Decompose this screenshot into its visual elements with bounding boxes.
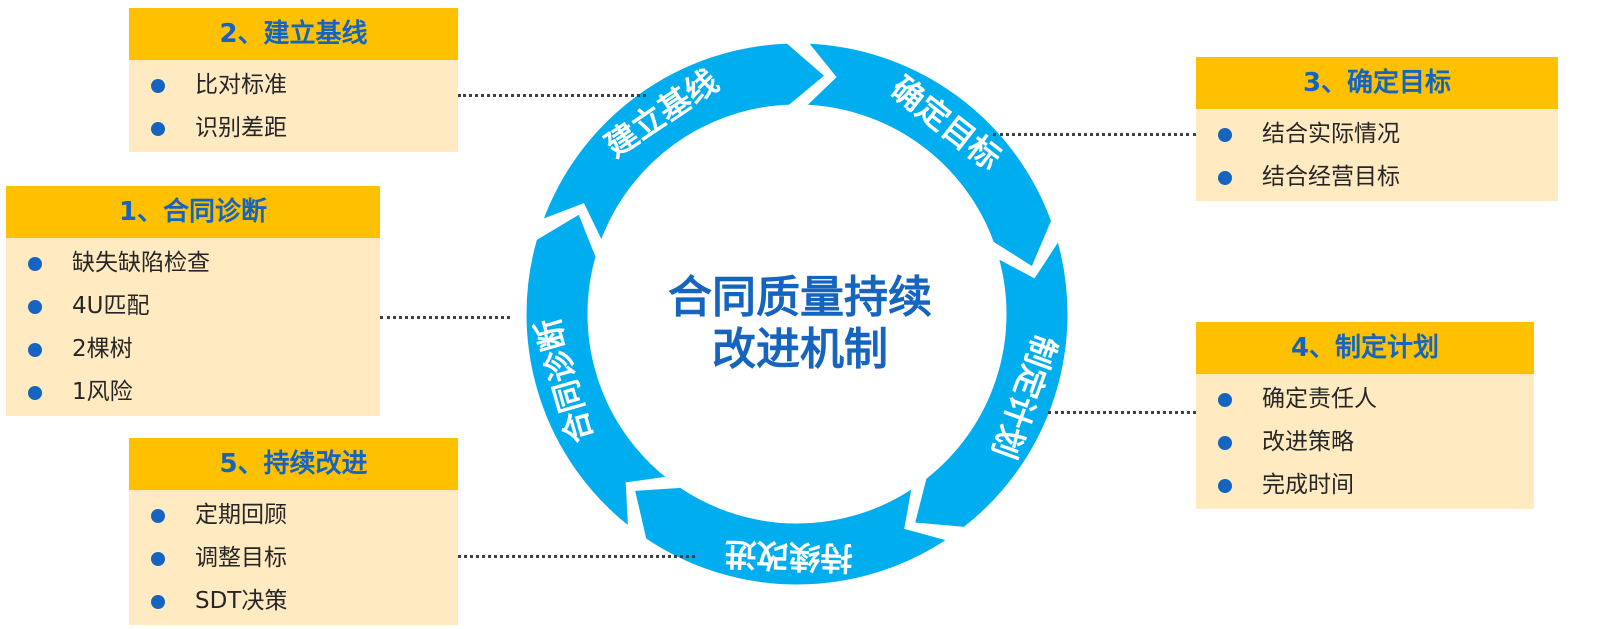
bullet-icon <box>151 552 165 566</box>
list-item: 识别差距 <box>129 107 458 150</box>
cycle-arrow-target <box>800 40 1055 271</box>
box-baseline-title: 2、建立基线 <box>129 8 458 60</box>
box-improve-body: 定期回顾 调整目标 SDT决策 <box>129 490 458 625</box>
box-diagnose-title: 1、合同诊断 <box>6 186 380 238</box>
box-improve: 5、持续改进 定期回顾 调整目标 SDT决策 <box>129 438 458 625</box>
connector-target <box>993 133 1196 136</box>
cycle-arrow-improve <box>631 483 953 588</box>
list-item: 缺失缺陷检查 <box>6 242 380 285</box>
box-target: 3、确定目标 结合实际情况 结合经营目标 <box>1196 57 1558 201</box>
list-item: 改进策略 <box>1196 421 1534 464</box>
list-item: 完成时间 <box>1196 464 1534 507</box>
bullet-icon <box>1218 393 1232 407</box>
box-plan-body: 确定责任人 改进策略 完成时间 <box>1196 374 1534 509</box>
connector-improve <box>458 555 695 558</box>
list-item: 调整目标 <box>129 537 458 580</box>
box-baseline: 2、建立基线 比对标准 识别差距 <box>129 8 458 152</box>
cycle-arrow-diagnose <box>523 210 673 532</box>
box-improve-title: 5、持续改进 <box>129 438 458 490</box>
center-title-line-1: 合同质量持续 <box>668 272 932 323</box>
connector-plan <box>1048 411 1196 414</box>
list-item: 1风险 <box>6 371 380 414</box>
bullet-icon <box>1218 171 1232 185</box>
cycle-label-improve: 持续改进 <box>724 535 853 577</box>
list-item: SDT决策 <box>129 580 458 623</box>
center-title: 合同质量持续 改进机制 <box>640 272 960 376</box>
list-item: 定期回顾 <box>129 494 458 537</box>
box-diagnose: 1、合同诊断 缺失缺陷检查 4U匹配 2棵树 1风险 <box>6 186 380 416</box>
list-item: 结合经营目标 <box>1196 156 1558 199</box>
center-title-line-2: 改进机制 <box>712 324 888 375</box>
connector-baseline <box>458 94 646 97</box>
list-item: 4U匹配 <box>6 285 380 328</box>
list-item: 比对标准 <box>129 64 458 107</box>
bullet-icon <box>1218 436 1232 450</box>
bullet-icon <box>1218 479 1232 493</box>
bullet-icon <box>151 509 165 523</box>
connector-diagnose <box>380 316 510 319</box>
bullet-icon <box>28 300 42 314</box>
cycle-arrow-plan <box>911 235 1071 530</box>
bullet-icon <box>151 595 165 609</box>
box-plan-title: 4、制定计划 <box>1196 322 1534 374</box>
cycle-arrow-baseline <box>538 40 829 247</box>
list-item: 2棵树 <box>6 328 380 371</box>
bullet-icon <box>151 122 165 136</box>
list-item: 确定责任人 <box>1196 378 1534 421</box>
bullet-icon <box>1218 128 1232 142</box>
bullet-icon <box>28 343 42 357</box>
bullet-icon <box>28 386 42 400</box>
bullet-icon <box>151 79 165 93</box>
box-diagnose-body: 缺失缺陷检查 4U匹配 2棵树 1风险 <box>6 238 380 416</box>
box-plan: 4、制定计划 确定责任人 改进策略 完成时间 <box>1196 322 1534 509</box>
bullet-icon <box>28 257 42 271</box>
box-target-title: 3、确定目标 <box>1196 57 1558 109</box>
box-baseline-body: 比对标准 识别差距 <box>129 60 458 152</box>
list-item: 结合实际情况 <box>1196 113 1558 156</box>
box-target-body: 结合实际情况 结合经营目标 <box>1196 109 1558 201</box>
